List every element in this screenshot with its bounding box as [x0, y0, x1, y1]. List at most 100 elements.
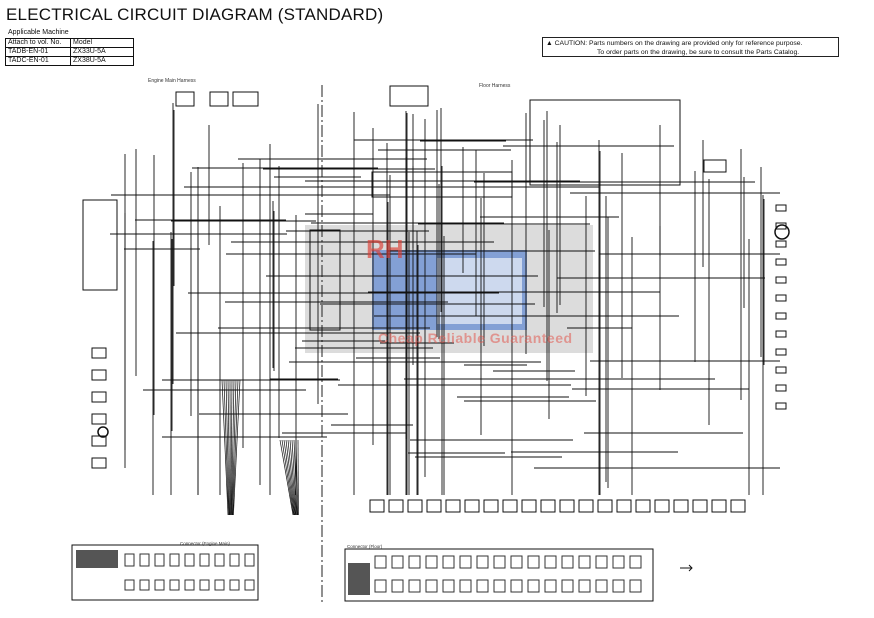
- floor-connector-legend-title: Connector (Floor): [347, 544, 383, 549]
- wire: [231, 379, 235, 516]
- terminal-connector: [775, 348, 787, 356]
- legend-connector: [408, 579, 421, 593]
- legend-connector: [510, 579, 523, 593]
- component-connector: [445, 499, 461, 513]
- legend-connector: [476, 579, 489, 593]
- legend-connector: [476, 555, 489, 569]
- legend-connector: [199, 553, 210, 567]
- component-connector: [521, 499, 537, 513]
- wire: [291, 439, 297, 516]
- relay-connector: [209, 91, 229, 107]
- caution-line-1: CAUTION: Parts numbers on the drawing ar…: [554, 40, 803, 47]
- legend-connector: [578, 555, 591, 569]
- component-connector: [388, 499, 404, 513]
- component-connector: [654, 499, 670, 513]
- terminal-connector: [775, 276, 787, 284]
- legend-connector: [154, 553, 165, 567]
- floor-harness-label: Floor Harness: [479, 83, 511, 89]
- engine-connector-legend-panel: [71, 544, 259, 601]
- page-title: ELECTRICAL CIRCUIT DIAGRAM (STANDARD): [6, 5, 384, 24]
- wire: [295, 439, 299, 516]
- legend-connector: [527, 579, 540, 593]
- wire: [223, 379, 229, 516]
- watermark-slogan: Cheap Reliable Guaranteed: [378, 330, 573, 346]
- legend-connector: [214, 553, 225, 567]
- legend-connector: [214, 579, 225, 591]
- wire: [281, 439, 294, 516]
- sensor-connector: [91, 369, 107, 381]
- terminal-connector: [775, 204, 787, 212]
- sensor-connector: [91, 413, 107, 425]
- legend-connector: [124, 579, 135, 591]
- wire: [285, 439, 296, 516]
- component-connector: [464, 499, 480, 513]
- legend-connector: [124, 553, 135, 567]
- wire: [233, 379, 241, 516]
- legend-connector: [184, 553, 195, 567]
- applicable-machine-label: Applicable Machine: [8, 29, 69, 36]
- engine-main-connector-block: [82, 199, 118, 291]
- component-connector: [578, 499, 594, 513]
- sensor-connector: [91, 347, 107, 359]
- legend-connector: [229, 553, 240, 567]
- terminal-connector: [775, 312, 787, 320]
- legend-connector: [612, 579, 625, 593]
- legend-connector: [595, 579, 608, 593]
- legend-connector: [459, 579, 472, 593]
- component-connector: [616, 499, 632, 513]
- terminal-connector: [775, 384, 787, 392]
- relay-connector: [175, 91, 195, 107]
- table-cell: ZX38U-5A: [70, 56, 134, 66]
- component-connector: [483, 499, 499, 513]
- wire: [287, 439, 296, 516]
- legend-connector: [374, 579, 387, 593]
- legend-connector: [244, 553, 255, 567]
- legend-connector: [139, 579, 150, 591]
- caution-box: ▲ CAUTION: Parts numbers on the drawing …: [542, 37, 839, 57]
- component-connector: [635, 499, 651, 513]
- component-connector: [711, 499, 727, 513]
- legend-connector: [408, 555, 421, 569]
- wire: [227, 379, 231, 516]
- controller-connector-block: [529, 99, 681, 186]
- legend-connector: [425, 579, 438, 593]
- fuse-connector: [232, 91, 259, 107]
- sensor-connector: [91, 457, 107, 469]
- engine-main-connector-legend-title: Connector (Engine Main): [180, 541, 231, 546]
- wire: [283, 439, 295, 516]
- terminal-connector: [775, 222, 787, 230]
- legend-connector: [169, 579, 180, 591]
- legend-connector: [184, 579, 195, 591]
- legend-connector: [493, 555, 506, 569]
- arrow-icon: [680, 564, 693, 572]
- legend-connector: [578, 579, 591, 593]
- monitor-connector: [703, 159, 727, 173]
- watermark-document-page: [437, 258, 522, 324]
- wire: [231, 379, 237, 516]
- legend-connector: [169, 553, 180, 567]
- legend-connector: [199, 579, 210, 591]
- terminal-connector: [775, 402, 787, 410]
- component-connector: [502, 499, 518, 513]
- legend-connector: [442, 555, 455, 569]
- legend-connector: [425, 555, 438, 569]
- sensor-connector: [91, 435, 107, 447]
- wire: [225, 379, 230, 516]
- terminal-connector: [775, 294, 787, 302]
- component-connector: [426, 499, 442, 513]
- horn-symbol: [774, 224, 790, 240]
- legend-connector: [442, 579, 455, 593]
- legend-connector: [139, 553, 150, 567]
- legend-connector: [561, 555, 574, 569]
- table-row: TADC-EN-01 ZX38U-5A: [5, 56, 134, 66]
- component-connector: [692, 499, 708, 513]
- legend-connector: [595, 555, 608, 569]
- legend-connector: [244, 579, 255, 591]
- relay-connector-block: [309, 229, 341, 331]
- wire: [289, 439, 297, 516]
- component-connector: [559, 499, 575, 513]
- legend-connector: [561, 579, 574, 593]
- legend-connector: [391, 579, 404, 593]
- motor-symbol: [97, 426, 109, 438]
